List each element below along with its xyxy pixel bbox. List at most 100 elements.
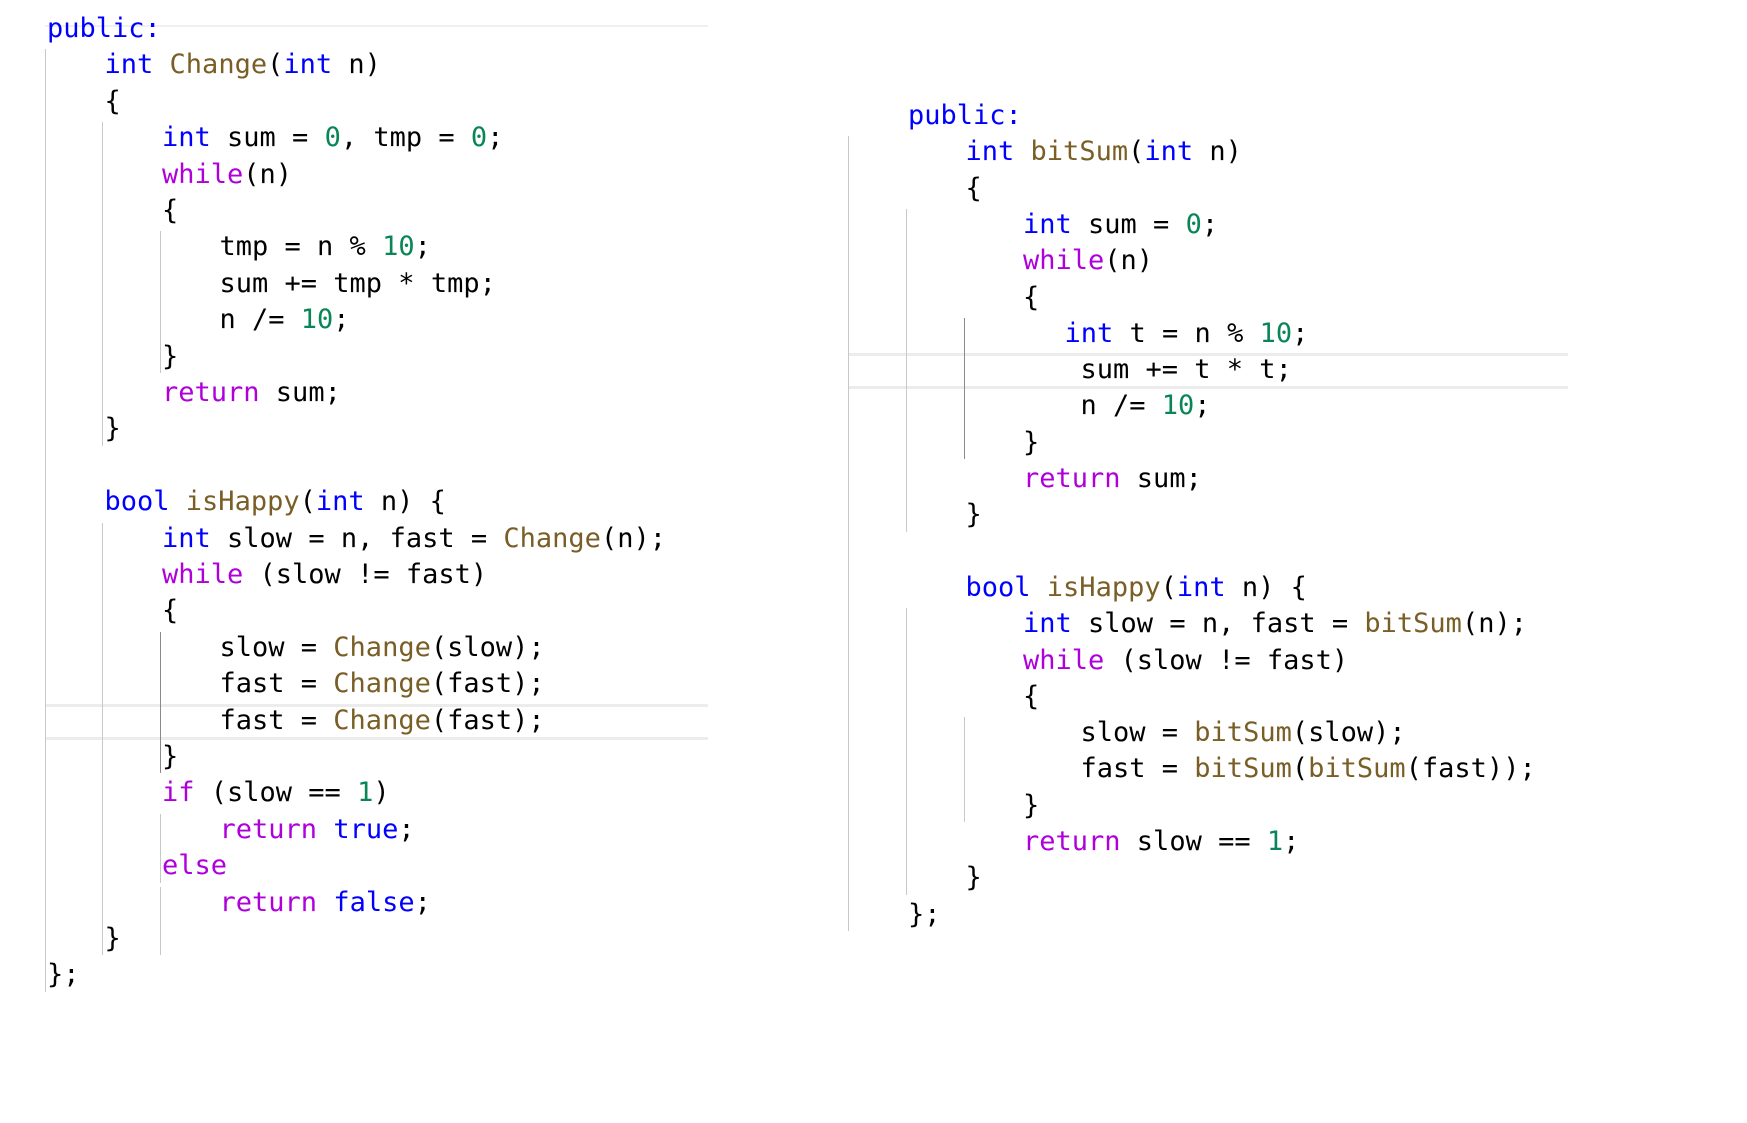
- code-token-text: (: [299, 486, 316, 518]
- code-line[interactable]: }: [966, 858, 982, 899]
- code-token-text: (fast);: [430, 704, 545, 736]
- indent-guide: [160, 886, 161, 956]
- code-line[interactable]: {: [162, 191, 178, 232]
- code-token-text: ;: [398, 813, 415, 845]
- code-token-kw: int: [1023, 608, 1072, 640]
- code-line[interactable]: }: [1023, 423, 1039, 464]
- code-line[interactable]: fast = bitSum(bitSum(fast));: [1081, 749, 1536, 790]
- indent-guide: [964, 717, 965, 822]
- code-line[interactable]: fast = Change(fast);: [220, 664, 545, 705]
- code-token-fn: Change: [169, 49, 268, 81]
- code-line[interactable]: tmp = n % 10;: [220, 227, 431, 268]
- code-line[interactable]: {: [105, 82, 121, 123]
- code-line[interactable]: sum += tmp * tmp;: [220, 264, 496, 305]
- code-line[interactable]: int Change(int n): [105, 45, 381, 86]
- code-token-num: 0: [1185, 208, 1202, 240]
- code-token-text: n) {: [364, 486, 446, 518]
- code-token-num: 10: [300, 304, 334, 336]
- code-token-text: (slow != fast): [1104, 644, 1349, 676]
- code-line[interactable]: int t = n % 10;: [1065, 314, 1309, 355]
- code-line[interactable]: {: [1023, 278, 1039, 319]
- indent-guide: [848, 136, 849, 931]
- code-token-ctl: return: [219, 813, 318, 845]
- code-line[interactable]: {: [162, 591, 178, 632]
- code-token-fn: Change: [333, 668, 431, 700]
- code-token-kw: false: [333, 886, 415, 918]
- code-token-kw: int: [283, 49, 333, 81]
- code-line[interactable]: }: [105, 919, 121, 960]
- code-line[interactable]: int slow = n, fast = Change(n);: [162, 519, 666, 560]
- code-line[interactable]: int slow = n, fast = bitSum(n);: [1023, 604, 1527, 645]
- code-token-text: ;: [1201, 208, 1219, 240]
- code-token-text: tmp = n %: [219, 231, 383, 263]
- code-line[interactable]: }: [162, 337, 178, 378]
- code-token-text: sum;: [259, 377, 341, 408]
- code-token-text: {: [965, 172, 982, 204]
- code-token-text: (: [1160, 571, 1177, 603]
- code-editor-left[interactable]: public:int Change(int n){int sum = 0, tm…: [0, 0, 790, 1123]
- code-line[interactable]: return sum;: [162, 373, 341, 414]
- code-line[interactable]: };: [47, 955, 80, 996]
- code-token-text: ;: [1283, 826, 1300, 857]
- code-line[interactable]: n /= 10;: [1081, 386, 1211, 427]
- code-line[interactable]: };: [908, 895, 941, 936]
- code-line[interactable]: return true;: [220, 810, 415, 851]
- code-token-kw: int: [1064, 317, 1114, 349]
- code-line[interactable]: {: [966, 169, 982, 210]
- code-line[interactable]: while (slow != fast): [162, 555, 487, 596]
- code-line[interactable]: while(n): [1023, 241, 1153, 282]
- code-line[interactable]: if (slow == 1): [162, 773, 390, 814]
- code-token-text: ;: [487, 122, 504, 154]
- code-line[interactable]: public:: [47, 9, 161, 50]
- code-token-text: n /=: [219, 304, 301, 336]
- code-line[interactable]: return sum;: [1023, 459, 1202, 500]
- code-line[interactable]: else: [162, 846, 227, 887]
- code-token-fn: Change: [333, 631, 431, 663]
- code-token-text: fast =: [219, 704, 334, 736]
- code-token-fn: bitSum: [1194, 753, 1292, 785]
- code-line[interactable]: return slow == 1;: [1023, 822, 1299, 863]
- code-token-text: [317, 814, 333, 845]
- code-token-num: 10: [1259, 317, 1293, 349]
- code-line[interactable]: while (slow != fast): [1023, 641, 1348, 682]
- code-line[interactable]: fast = Change(fast);: [220, 701, 545, 742]
- indent-guide: [160, 813, 161, 883]
- code-token-ctl: else: [162, 850, 228, 882]
- code-token-text: (fast);: [430, 668, 545, 700]
- code-token-text: [317, 887, 333, 918]
- code-line[interactable]: }: [105, 409, 121, 450]
- code-token-text: ;: [414, 231, 431, 263]
- code-editor-right[interactable]: public:int bitSum(int n){int sum = 0;whi…: [848, 0, 1747, 1123]
- code-line[interactable]: }: [1023, 786, 1039, 827]
- code-line[interactable]: {: [1023, 677, 1039, 718]
- code-line[interactable]: return false;: [220, 883, 431, 924]
- code-token-text: (n): [1104, 245, 1154, 277]
- code-token-text: ;: [1292, 317, 1309, 349]
- code-line[interactable]: bool isHappy(int n) {: [105, 482, 446, 523]
- code-token-fn: bitSum: [1194, 717, 1292, 749]
- code-line[interactable]: while(n): [162, 155, 292, 196]
- code-token-text: };: [47, 959, 80, 991]
- code-token-text: (: [1128, 136, 1145, 168]
- code-token-kw: int: [104, 49, 154, 81]
- code-line[interactable]: slow = bitSum(slow);: [1081, 713, 1406, 754]
- code-line[interactable]: }: [162, 737, 178, 778]
- indent-guide: [160, 631, 161, 774]
- code-line[interactable]: int sum = 0;: [1023, 205, 1218, 246]
- code-line[interactable]: sum += t * t;: [1081, 350, 1292, 391]
- code-token-text: (n);: [1461, 608, 1527, 640]
- current-line-highlight: [848, 353, 1568, 390]
- indent-guide: [102, 122, 103, 446]
- code-line[interactable]: int sum = 0, tmp = 0;: [162, 118, 503, 159]
- code-token-text: (slow ==: [194, 777, 358, 809]
- code-line[interactable]: bool isHappy(int n) {: [966, 568, 1307, 609]
- code-line[interactable]: int bitSum(int n): [966, 132, 1242, 173]
- code-line[interactable]: public:: [908, 96, 1022, 137]
- code-token-text: n): [1193, 136, 1242, 168]
- code-line[interactable]: n /= 10;: [220, 300, 350, 341]
- code-line[interactable]: }: [966, 495, 982, 536]
- code-line[interactable]: slow = Change(slow);: [220, 628, 545, 669]
- code-token-text: (: [267, 49, 284, 81]
- code-token-ctl: return: [1023, 826, 1121, 857]
- code-token-num: 10: [382, 231, 415, 263]
